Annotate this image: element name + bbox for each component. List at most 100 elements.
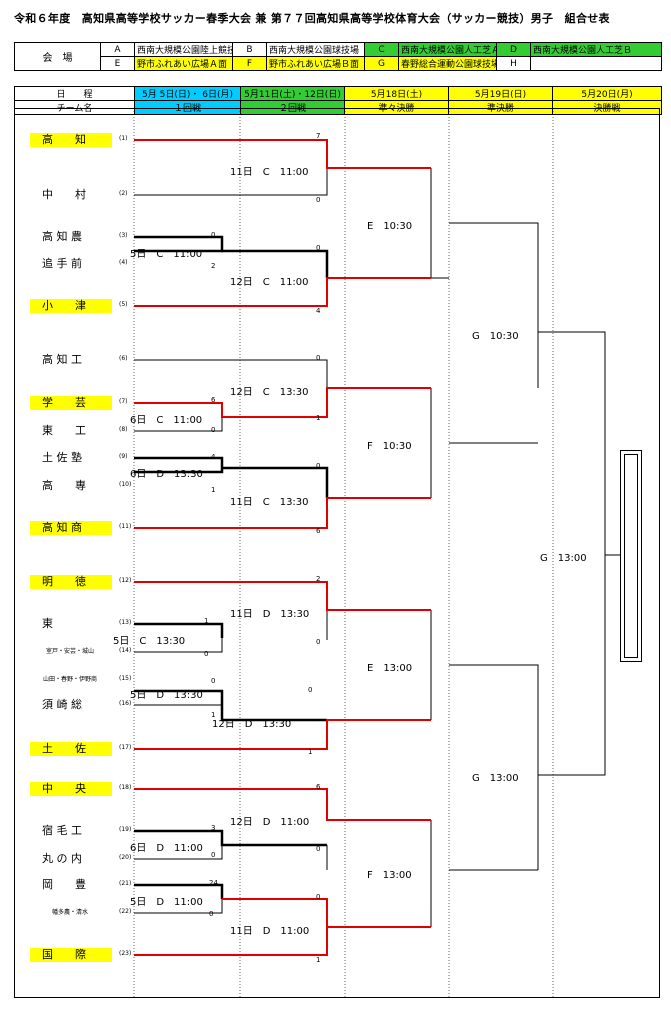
venue-name: 西南大規模公園人工芝Ｂ [530, 42, 662, 57]
venue-name: 西南大規模公園人工芝Ａ [398, 42, 497, 57]
round-qf: 準々決勝 [344, 100, 449, 115]
team-name: 高 知 農 [42, 230, 82, 243]
schedule-table: 日 程 5月 5日(日)・ 6日(月) 5月11日(土)・12日(日) 5月18… [14, 86, 662, 115]
match-score: 6 [211, 396, 216, 404]
team-number: (8) [119, 426, 128, 433]
team-number: (20) [119, 854, 132, 861]
match-score: 24 [209, 879, 218, 887]
team-name: 岡 豊 [42, 878, 86, 891]
team-number: (16) [119, 700, 132, 707]
date-r1: 5月 5日(日)・ 6日(月) [134, 86, 241, 101]
match-score: 1 [316, 414, 321, 422]
match-score: 0 [316, 354, 321, 362]
team-name: 国 際 [30, 948, 112, 962]
match-score: 4 [316, 307, 321, 315]
match-score: 3 [211, 824, 216, 832]
quarterfinal-match-label: E 13:00 [367, 663, 413, 674]
team-number: (11) [119, 523, 132, 530]
round1-match-label: 5日 C 11:00 [130, 249, 203, 260]
match-score: 0 [316, 638, 321, 646]
round1-match-label: 5日 D 11:00 [130, 897, 203, 908]
match-score: 0 [211, 851, 216, 859]
team-name: 高 専 [42, 479, 86, 492]
team-name: 室戸・安芸・城山 [45, 648, 94, 655]
match-score: 2 [211, 262, 216, 270]
match-score: 1 [211, 486, 216, 494]
team-number: (3) [119, 232, 128, 239]
team-name: 東 工 [42, 424, 86, 437]
round1-match-label: 5日 D 13:30 [130, 690, 203, 701]
team-number: (18) [119, 784, 132, 791]
match-score: 0 [316, 244, 321, 252]
team-number: (21) [119, 880, 132, 887]
team-number: (13) [119, 619, 132, 626]
team-name: 追 手 前 [42, 257, 82, 270]
semifinal-match-label: G 13:00 [472, 773, 519, 784]
match-score: 0 [209, 910, 214, 918]
team-number: (9) [119, 453, 128, 460]
round2-match-label: 11日 C 11:00 [230, 167, 309, 178]
semifinal-match-label: G 10:30 [472, 331, 519, 342]
venue-name: 野市ふれあい広場Ｂ面 [266, 56, 365, 71]
team-number: (7) [119, 398, 128, 405]
team-number: (1) [119, 135, 128, 142]
team-name: 丸 の 内 [42, 852, 82, 865]
venue-label: 会 場 [14, 42, 101, 71]
team-number: (23) [119, 950, 132, 957]
team-name: 高 知 [30, 133, 112, 147]
match-score: 1 [316, 956, 321, 964]
round2-match-label: 12日 C 11:00 [230, 277, 309, 288]
quarterfinal-match-label: E 10:30 [367, 221, 413, 232]
round1-match-label: 6日 D 13:30 [130, 469, 203, 480]
team-name: 学 芸 [30, 396, 112, 410]
round2-match-label: 12日 C 13:30 [230, 387, 309, 398]
team-name: 土 佐 塾 [42, 451, 82, 464]
match-score: 4 [211, 453, 216, 461]
match-score: 6 [316, 527, 321, 535]
match-score: 6 [316, 783, 321, 791]
team-name: 須 崎 総 [42, 698, 82, 711]
team-name: 中 央 [30, 782, 112, 796]
team-name: 東 [42, 617, 53, 630]
round2-match-label: 11日 D 11:00 [230, 926, 310, 937]
venue-name: 春野総合運動公園球技場 [398, 56, 497, 71]
match-score: 1 [204, 617, 209, 625]
team-number: (12) [119, 577, 132, 584]
match-score: 0 [316, 196, 321, 204]
match-score: 0 [211, 426, 216, 434]
team-number: (6) [119, 355, 128, 362]
date-r2: 5月11日(土)・12日(日) [240, 86, 345, 101]
match-score: 7 [316, 132, 321, 140]
team-name: 小 津 [30, 299, 112, 313]
match-score: 1 [308, 748, 313, 756]
venue-name [530, 56, 662, 71]
team-number: (19) [119, 826, 132, 833]
champion-box [620, 450, 642, 662]
round2-match-label: 11日 D 13:30 [230, 609, 310, 620]
venue-code: H [496, 56, 531, 71]
team-number: (2) [119, 190, 128, 197]
page-title: 令和６年度 高知県高等学校サッカー春季大会 兼 第７７回高知県高等学校体育大会（… [14, 12, 610, 25]
team-number: (4) [119, 259, 128, 266]
header-table: 会 場 A 西南大規模公園陸上競技場 B 西南大規模公園球技場 C 西南大規模公… [14, 42, 662, 71]
match-score: 0 [316, 893, 321, 901]
bracket-frame [14, 108, 660, 998]
team-number: (22) [119, 908, 132, 915]
match-score: 0 [204, 650, 209, 658]
team-name: 幡多農・清水 [51, 909, 88, 916]
team-number: (15) [119, 675, 132, 682]
match-score: 0 [211, 231, 216, 239]
team-name: 高 知 工 [42, 353, 82, 366]
venue-code: F [232, 56, 267, 71]
team-name: 高 知 商 [30, 521, 112, 535]
team-number: (17) [119, 744, 132, 751]
match-score: 0 [308, 686, 313, 694]
team-number: (5) [119, 301, 128, 308]
match-score: 0 [316, 462, 321, 470]
match-score: 0 [316, 845, 321, 853]
round1-match-label: 5日 C 13:30 [113, 636, 186, 647]
round1-match-label: 6日 D 11:00 [130, 843, 203, 854]
final-match-label: G 13:00 [540, 553, 587, 564]
